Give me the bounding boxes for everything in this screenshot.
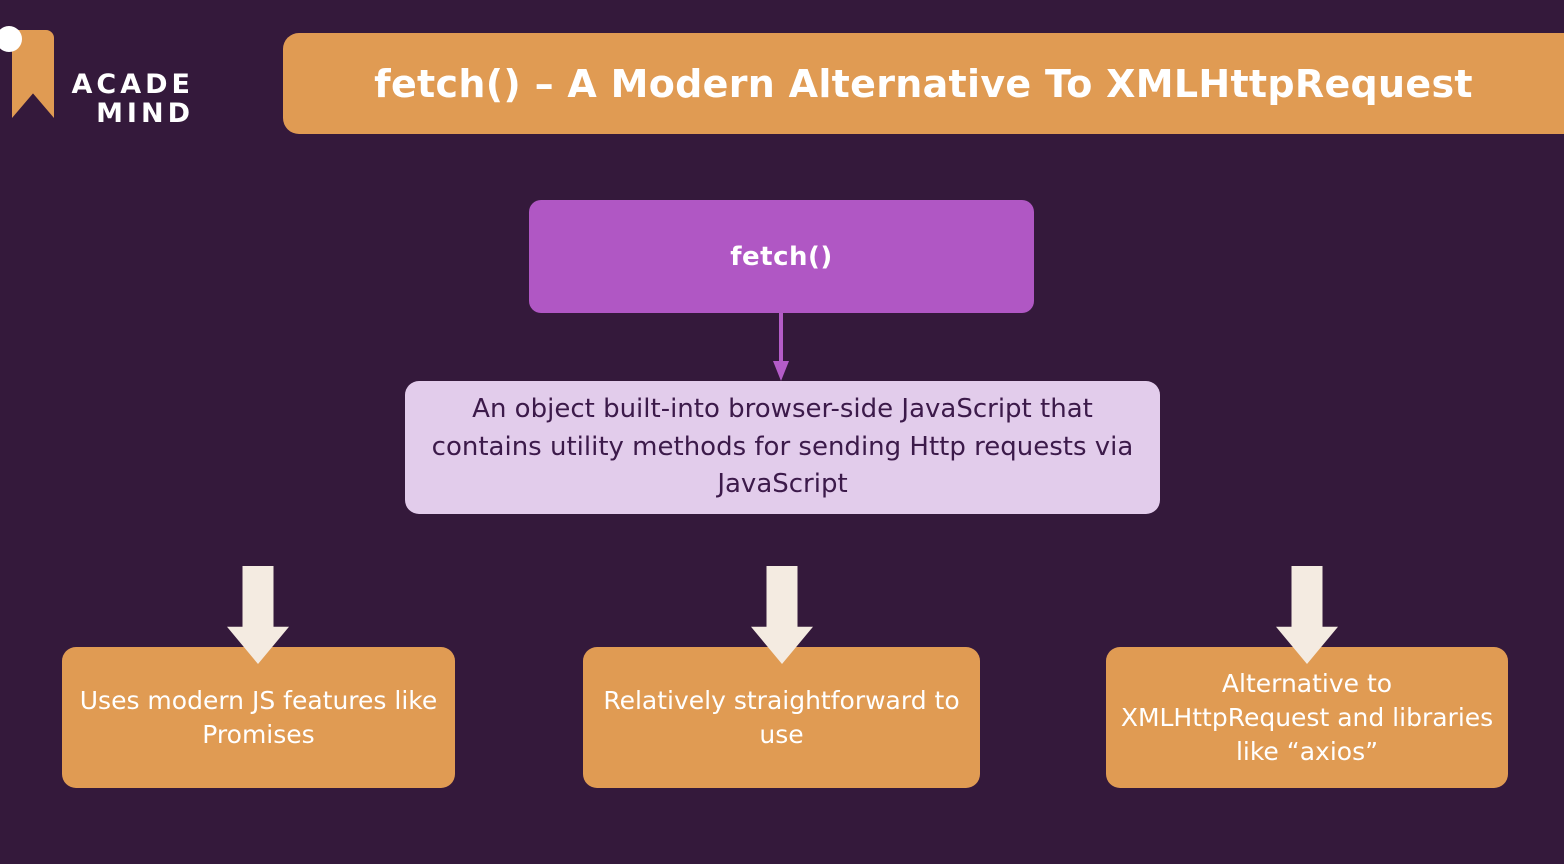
feature-card-3-label: Alternative to XMLHttpRequest and librar…: [1120, 668, 1494, 766]
feature-card-3: Alternative to XMLHttpRequest and librar…: [1106, 647, 1508, 788]
arrow-head: [773, 361, 789, 381]
page-title: fetch() – A Modern Alternative To XMLHtt…: [374, 61, 1473, 106]
logo-wordmark: ACADE MIND: [14, 70, 194, 128]
feature-card-1: Uses modern JS features like Promises: [62, 647, 455, 788]
academind-logo: ACADE MIND: [0, 22, 250, 142]
feature-card-1-label: Uses modern JS features like Promises: [79, 685, 438, 749]
down-arrow-icon: [773, 313, 789, 381]
diagram-description-node: An object built-into browser-side JavaSc…: [405, 381, 1160, 514]
diagram-description-text: An object built-into browser-side JavaSc…: [431, 394, 1134, 500]
feature-card-2: Relatively straightforward to use: [583, 647, 980, 788]
diagram-root-node: fetch(): [529, 200, 1034, 313]
logo-notch-icon: [0, 26, 22, 52]
slide-title-bar: fetch() – A Modern Alternative To XMLHtt…: [283, 33, 1564, 134]
arrow-stem: [779, 313, 783, 365]
feature-card-2-label: Relatively straightforward to use: [603, 685, 960, 749]
diagram-root-label: fetch(): [730, 241, 833, 272]
logo-line-1: ACADE: [71, 69, 194, 100]
logo-line-2: MIND: [96, 98, 194, 130]
